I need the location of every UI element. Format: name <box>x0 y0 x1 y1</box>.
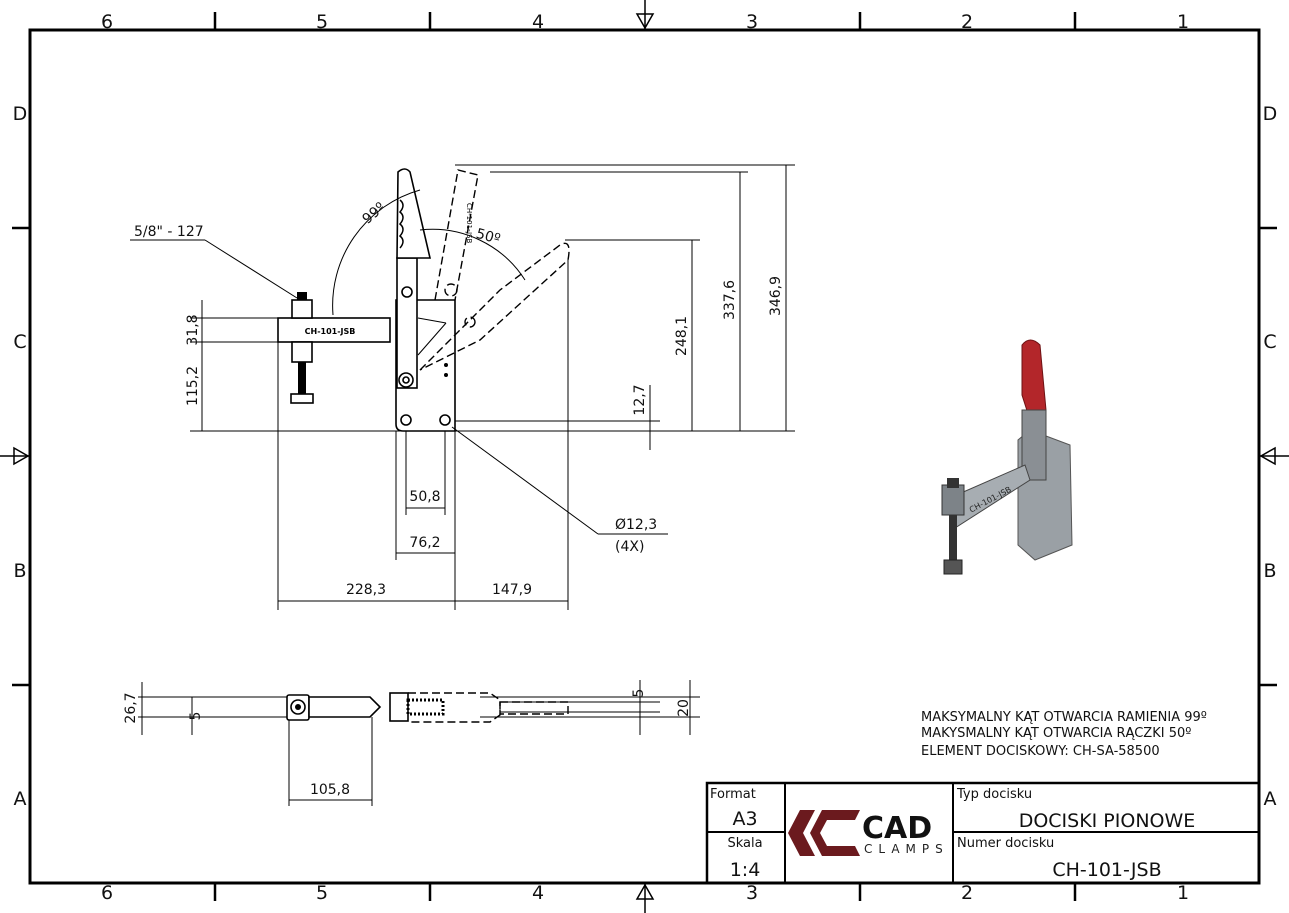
zone-col: 5 <box>316 882 328 904</box>
title-block: Format A3 Skala 1:4 CAD CLAMPS Typ docis… <box>705 781 1261 885</box>
notes: MAKSYMALNY KĄT OTWARCIA RAMIENIA 99º MAK… <box>921 710 1207 759</box>
zone-col: 1 <box>1177 11 1189 33</box>
zone-ticks <box>12 12 1277 901</box>
zone-col: 6 <box>101 11 113 33</box>
dim-50-8: 50,8 <box>409 489 440 505</box>
zone-col: 2 <box>961 11 973 33</box>
handle-marking: CH-101-JSB <box>465 203 473 243</box>
zone-col: 3 <box>746 11 758 33</box>
red-handle <box>1021 339 1047 421</box>
zone-row: D <box>1263 103 1278 125</box>
top-view: 26,7 5 105,8 5 20 <box>123 680 700 806</box>
dim-5-right: 5 <box>631 689 647 698</box>
dim-20: 20 <box>676 699 692 717</box>
zone-col: 3 <box>746 882 758 904</box>
zone-row: C <box>1263 331 1276 353</box>
type-label: Typ docisku <box>956 787 1032 802</box>
zone-col: 1 <box>1177 882 1189 904</box>
dim-31-8: 31,8 <box>185 314 201 345</box>
dim-115-2: 115,2 <box>185 366 201 406</box>
zone-row: B <box>1263 560 1276 582</box>
handle-link <box>396 257 418 389</box>
note-line: MAKYSMALNY KĄT OTWARCIA RĄCZKI 50º <box>921 726 1191 741</box>
cad-clamps-logo: CAD CLAMPS <box>788 810 949 856</box>
scale-label: Skala <box>727 836 762 851</box>
dim-248-1: 248,1 <box>674 316 690 356</box>
dim-76-2: 76,2 <box>409 535 440 551</box>
logo-main: CAD <box>862 811 932 846</box>
zone-row: B <box>13 560 26 582</box>
zone-col: 5 <box>316 11 328 33</box>
angle-arc-handle <box>419 228 526 281</box>
zone-labels: 6 5 4 3 2 1 6 5 4 3 2 1 D C B A D C B A <box>13 11 1278 904</box>
dim-26-7: 26,7 <box>123 692 139 723</box>
zone-row: A <box>1264 788 1277 810</box>
number-label: Numer docisku <box>957 836 1054 851</box>
zone-row: C <box>13 331 26 353</box>
dim-147-9: 147,9 <box>492 582 532 598</box>
angle-handle-label: 50º <box>474 226 502 248</box>
spindle-nut <box>291 299 313 319</box>
zone-col: 6 <box>101 882 113 904</box>
dim-105-8: 105,8 <box>310 782 350 798</box>
zone-col: 2 <box>961 882 973 904</box>
angle-arc-arm <box>332 189 421 316</box>
thread-label: 5/8" - 127 <box>134 224 204 240</box>
arm-marking: CH-101-JSB <box>305 327 356 336</box>
mount-hole <box>400 414 412 426</box>
format-value: A3 <box>732 808 757 830</box>
mount-hole <box>439 414 451 426</box>
scale-value: 1:4 <box>730 859 761 881</box>
note-line: ELEMENT DOCISKOWY: CH-SA-58500 <box>921 744 1160 759</box>
dim-12-7: 12,7 <box>632 384 648 415</box>
dim-hole-count: (4X) <box>615 539 644 555</box>
note-line: MAKSYMALNY KĄT OTWARCIA RAMIENIA 99º <box>921 710 1207 725</box>
format-label: Format <box>710 787 756 802</box>
zone-row: A <box>14 788 27 810</box>
logo-sub: CLAMPS <box>864 842 949 856</box>
angle-arm-label: 99º <box>360 200 389 228</box>
dim-346-9: 346,9 <box>768 276 784 316</box>
dim-hole: Ø12,3 <box>615 517 657 533</box>
dim-228-3: 228,3 <box>346 582 386 598</box>
number-value: CH-101-JSB <box>1052 859 1161 881</box>
handle-grip <box>396 168 432 259</box>
clamp-3d-render: CH-101-JSB <box>941 339 1073 575</box>
clamp-arm <box>277 317 391 343</box>
zone-col: 4 <box>532 882 544 904</box>
dim-5-left: 5 <box>188 712 204 721</box>
side-view: CH-101-JSB CH-101-JSB 99º 50º 5/8" - 127… <box>130 164 795 610</box>
type-value: DOCISKI PIONOWE <box>1019 810 1196 832</box>
dim-337-6: 337,6 <box>722 280 738 320</box>
zone-col: 4 <box>532 11 544 33</box>
zone-row: D <box>13 103 28 125</box>
